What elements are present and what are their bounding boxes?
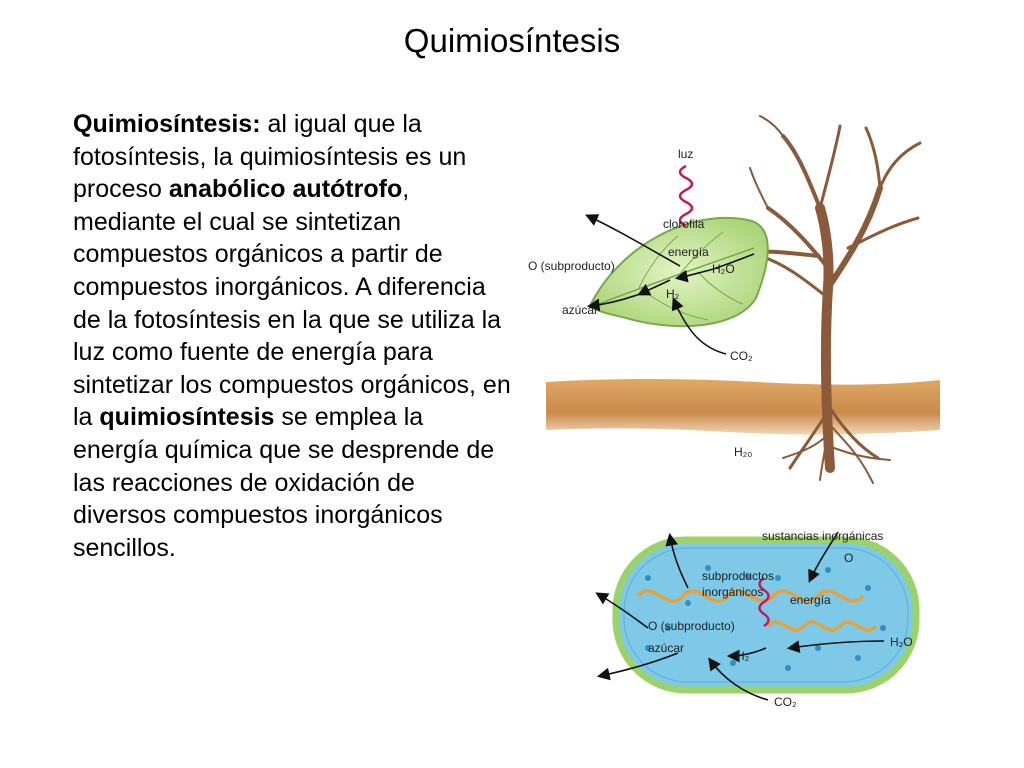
soil-band	[546, 379, 940, 435]
label-subproductos-1: subproductos	[702, 569, 774, 583]
light-wave	[678, 164, 694, 228]
bacteria-strand	[636, 589, 865, 603]
plant-diagram: luz clorofila energía O (subproducto) H₂…	[528, 115, 940, 484]
label-o: O	[844, 551, 853, 565]
label-azucar: azúcar	[562, 303, 598, 317]
slide-title: Quimiosíntesis	[403, 22, 621, 59]
label-energia: energía	[668, 245, 709, 259]
body-text-part-2: , mediante el cual se sintetizan compues…	[73, 175, 511, 432]
highlight-anabolico: anabólico autótrofo	[168, 175, 403, 204]
arrow-h2-in-bacteria	[726, 647, 767, 663]
label-co2-bacteria: CO₂	[774, 695, 797, 709]
label-luz: luz	[678, 147, 693, 161]
label-sustancias: sustancias inorgánicas	[762, 529, 883, 543]
label-azucar-bacteria: azúcar	[648, 641, 684, 655]
arrow-co2-in-bacteria	[708, 657, 769, 701]
arrow-o-out-bacteria	[595, 592, 649, 629]
label-h2-bacteria: H₂	[736, 649, 750, 663]
label-co2: CO₂	[730, 349, 753, 363]
bacteria-diagram: sustancias inorgánicas O subproductos in…	[595, 529, 920, 709]
arrow-h2o-in	[674, 269, 711, 283]
arrow-sustancias-in	[808, 531, 839, 583]
label-h2o-bacteria: H₂O	[890, 635, 913, 649]
label-energia-bacteria: energía	[790, 593, 831, 607]
highlight-quimiosintesis: quimiosíntesis	[99, 403, 275, 432]
label-clorofila: clorofila	[663, 217, 705, 231]
arrow-subproductos-out	[665, 532, 689, 589]
arrow-trunk-leaf	[709, 253, 755, 271]
tree	[749, 115, 922, 484]
arrow-h2-in	[637, 279, 671, 296]
term-label: Quimiosíntesis:	[73, 110, 261, 138]
arrow-h2o-in-bacteria	[786, 640, 885, 653]
body-text: Quimiosíntesis: al igual que la fotosínt…	[73, 108, 513, 564]
label-subproductos-2: inorgánicos	[702, 585, 763, 599]
arrow-o-out	[585, 214, 681, 267]
label-o-subproducto: O (subproducto)	[528, 259, 615, 273]
illustration: luz clorofila energía O (subproducto) H₂…	[528, 115, 940, 709]
label-h2o-soil: H₂₀	[734, 445, 752, 459]
label-h2o: H₂O	[712, 262, 735, 276]
label-o-subproducto-bacteria: O (subproducto)	[648, 619, 735, 633]
energy-wave	[758, 576, 770, 628]
arrow-co2-in	[671, 297, 727, 355]
body-text-part-3: se emplea la energía química que se desp…	[73, 403, 495, 562]
label-h2: H₂	[666, 287, 680, 301]
arrow-azucar-out	[586, 293, 641, 312]
body-text-part-1: al igual que la fotosíntesis, la quimios…	[73, 110, 467, 204]
arrow-azucar-out-bacteria	[596, 652, 679, 681]
